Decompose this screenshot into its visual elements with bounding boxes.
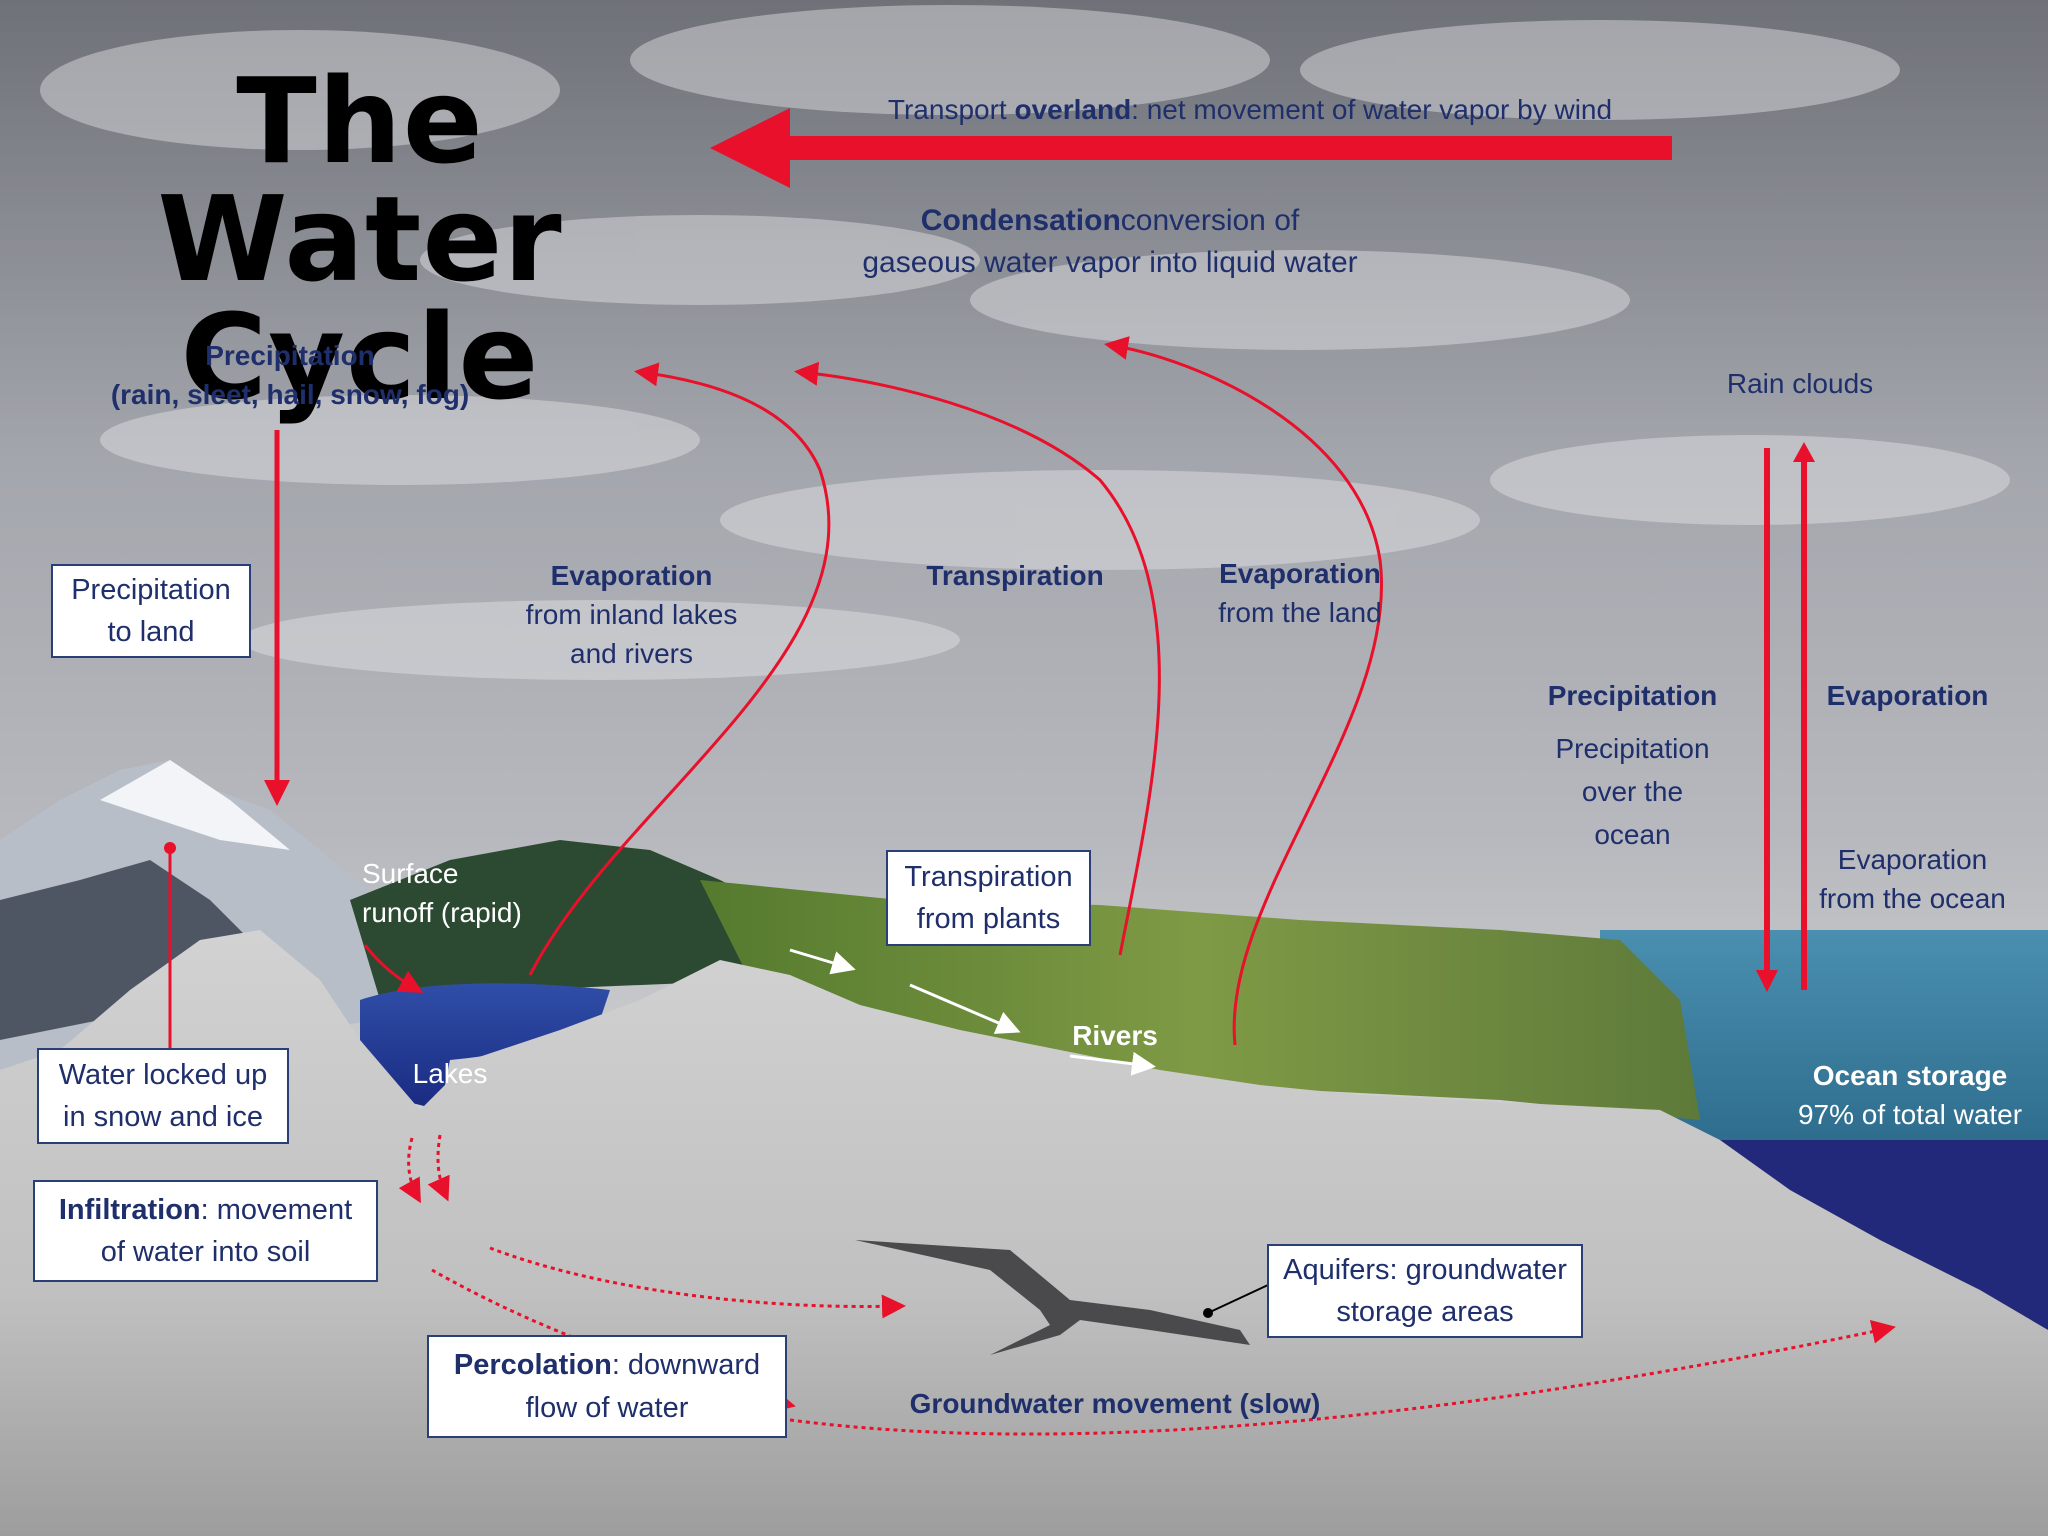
evaporation-inland-arrow [528,362,831,976]
ocean-precipitation-arrow [1756,448,1778,992]
mountain-snow [100,760,290,850]
transpiration-plants-box: Transpiration from plants [886,850,1091,946]
groundwater-arrow-short [489,1246,906,1319]
transport-arrow [710,108,1672,188]
title-line-1: The Water [157,52,563,308]
precipitation-label: Precipitation (rain, sleet, hail, snow, … [110,340,470,411]
surface-runoff-label: Surface runoff (rapid) [362,858,522,929]
title-line-2: Cycle [180,288,540,426]
condensation-label: Condensationconversion of gaseous water … [862,204,1358,279]
aquifer-pointer-dot [1203,1308,1213,1318]
ocean-storage-label: Ocean storage 97% of total water [1797,1060,2023,1131]
snow-ice-box: Water locked up in snow and ice [37,1048,289,1144]
deep-ocean [1720,1140,2048,1330]
clouds [40,5,2010,680]
snow-pointer-dot [164,842,176,854]
precipitation-to-land-box: Precipitation to land [51,564,251,658]
rivers-label: Rivers [1072,1020,1158,1051]
transpiration-label: Transpiration [926,560,1104,591]
page-title: The Water Cycle [20,62,700,416]
precipitation-ocean-label: Precipitation Precipitation over the oce… [1547,680,1718,851]
lake [360,983,610,1110]
surface-runoff-arrow [363,944,424,993]
evaporation-ocean-label: Evaporation from the ocean [1819,844,2006,915]
evaporation-land-label: Evaporation from the land [1218,558,1382,629]
aquifers-box: Aquifers: groundwater storage areas [1267,1244,1583,1338]
transpiration-arrow [794,361,1161,956]
river-flow-arrow-3 [1069,1051,1156,1076]
transport-label: Transport overland: net movement of wate… [887,94,1613,125]
infiltration-arrow-2 [427,1134,450,1202]
lakes-label: Lakes [412,1058,488,1089]
aquifer-pointer-line [1209,1284,1269,1313]
aquifer-crack [855,1240,1250,1355]
forest-hill [350,840,800,1000]
river-flow-arrow-1 [789,948,856,975]
precipitation-down-arrow [264,430,290,806]
groundwater-label: Groundwater movement (slow) [909,1388,1321,1419]
ocean-evaporation-arrow [1793,442,1815,990]
infiltration-box: Infiltration: movement of water into soi… [33,1180,378,1282]
evaporation-ocean-bold: Evaporation [1826,680,1989,711]
percolation-box: Percolation: downward flow of water [427,1335,787,1438]
river-flow-arrow-2 [909,983,1021,1034]
infiltration-arrow-1 [398,1137,421,1204]
evaporation-land-arrow [1104,336,1383,1046]
groundwater-arrow-long [789,1319,1896,1436]
rain-clouds-label: Rain clouds [1726,368,1874,399]
evaporation-inland-label: Evaporation from inland lakes and rivers [525,560,738,670]
